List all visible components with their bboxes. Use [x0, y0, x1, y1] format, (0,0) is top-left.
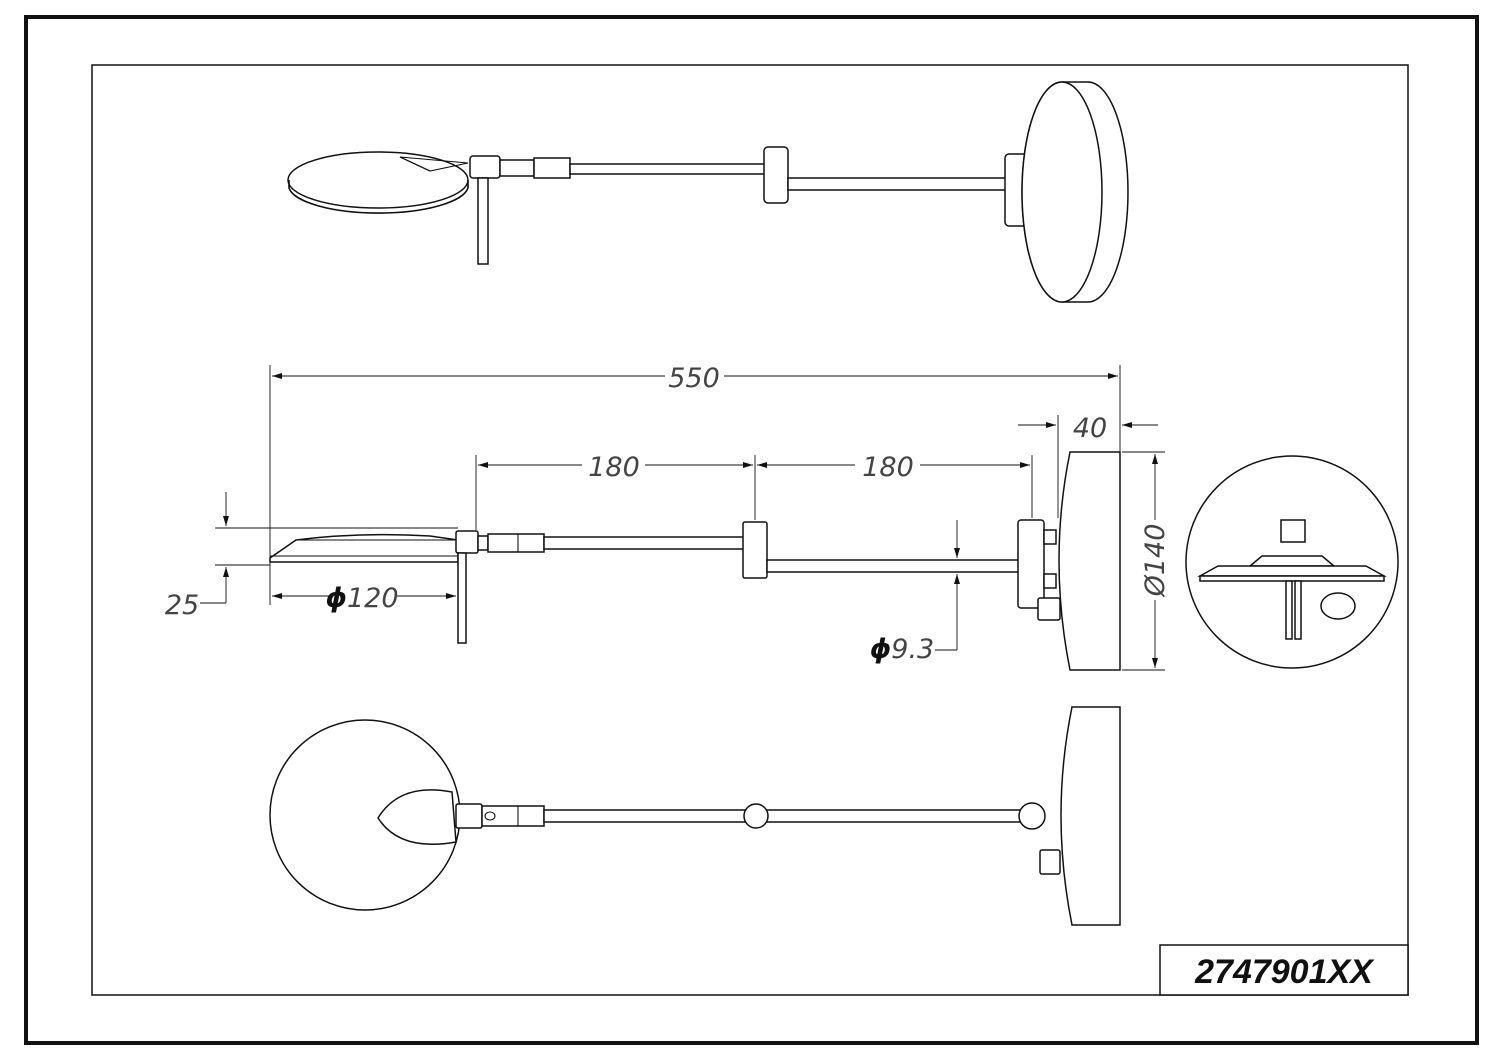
dim-base-depth: 40	[1073, 413, 1107, 444]
end-view	[1185, 455, 1399, 669]
title-block: 2747901XX	[1159, 944, 1409, 996]
dim-arm-segment-1: 180	[588, 452, 640, 483]
dim-overall-length: 550	[668, 363, 720, 394]
perspective-view	[287, 81, 1129, 303]
dim-rod-diameter: ϕ9.3	[870, 634, 934, 665]
side-view: 550 180 180 40 Ø140 ϕ120 25	[165, 363, 1171, 671]
outer-frame	[24, 15, 1479, 1045]
inner-frame	[91, 64, 1409, 996]
dim-head-height: 25	[165, 590, 199, 621]
product-code: 2747901XX	[1194, 953, 1375, 991]
plan-view	[269, 706, 1121, 926]
dim-head-diameter: ϕ120	[325, 583, 398, 614]
dim-base-diameter: Ø140	[1140, 524, 1171, 598]
dim-arm-segment-2: 180	[862, 452, 914, 483]
